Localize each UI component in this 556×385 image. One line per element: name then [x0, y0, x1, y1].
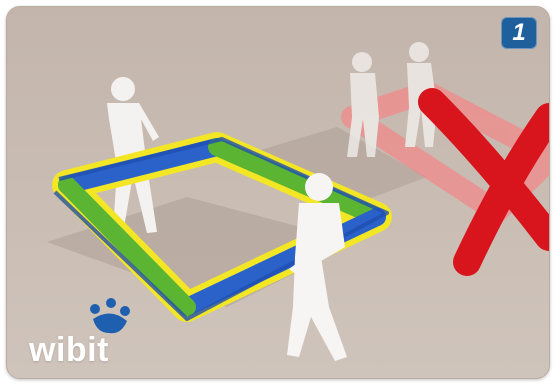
- instruction-card: 1 wibit: [6, 6, 550, 379]
- step-number-badge: 1: [501, 17, 537, 49]
- wibit-logo-text: wibit: [29, 331, 109, 370]
- wibit-logo: wibit: [25, 299, 135, 369]
